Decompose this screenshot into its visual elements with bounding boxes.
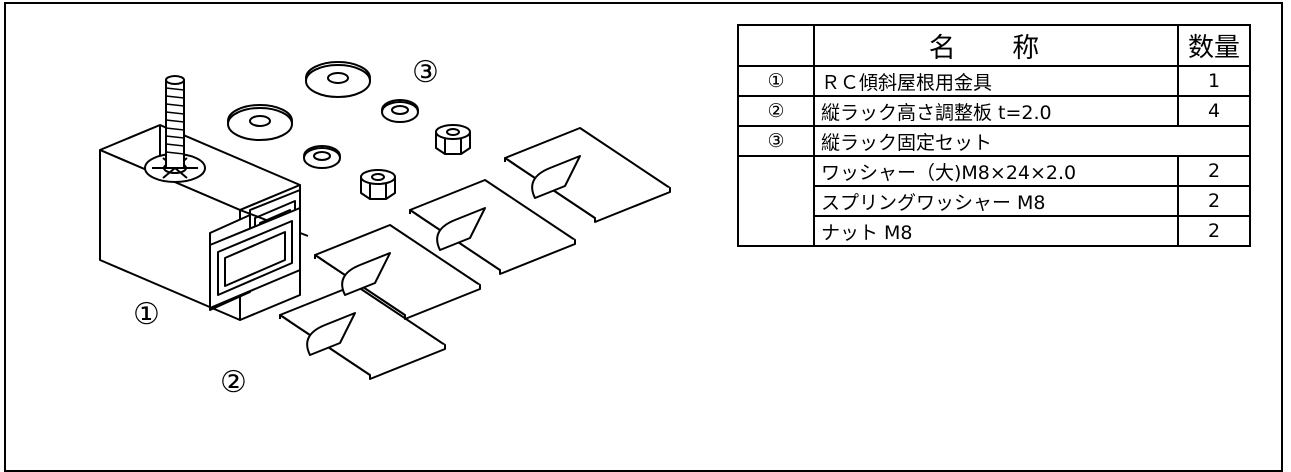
part3-label: ③: [412, 55, 439, 90]
fastener-set: [227, 61, 471, 200]
table-row: ③ 縦ラック固定セット: [737, 125, 1251, 157]
table-row: スプリングワッシャー M8 2: [738, 185, 1251, 217]
row-num: ①: [737, 65, 815, 97]
bracket-part: [99, 75, 309, 321]
row-qty: 1: [1177, 65, 1251, 97]
part1-label: ①: [133, 297, 160, 332]
table-row: ② 縦ラック高さ調整板 t=2.0 4: [737, 95, 1251, 127]
row-name: 縦ラック高さ調整板 t=2.0: [813, 95, 1179, 127]
table-header-row: 名 称 数量: [737, 24, 1251, 67]
shim-plates: [279, 127, 671, 380]
table-row: ワッシャー（大)M8×24×2.0 2: [737, 155, 1251, 247]
row-name: ナット M8: [813, 215, 1179, 247]
parts-table: 名 称 数量 ① ＲＣ傾斜屋根用金具 1 ② 縦ラック高さ調整板 t=2.0 4…: [737, 24, 1251, 247]
row-name: ＲＣ傾斜屋根用金具: [813, 65, 1179, 97]
header-qty: 数量: [1177, 24, 1251, 67]
row-num: ②: [737, 95, 815, 127]
row-num-blank: [737, 155, 815, 247]
part2-label: ②: [220, 365, 247, 400]
row-name: ワッシャー（大)M8×24×2.0: [813, 155, 1179, 187]
row-qty: 2: [1177, 155, 1251, 187]
row-qty: 2: [1177, 215, 1251, 247]
row-name: 縦ラック固定セット: [813, 125, 1251, 157]
table-row: ナット M8 2: [738, 215, 1251, 247]
row-name: スプリングワッシャー M8: [813, 185, 1179, 217]
row-qty: 4: [1177, 95, 1251, 127]
table-row: ① ＲＣ傾斜屋根用金具 1: [737, 65, 1251, 97]
row-num: ③: [737, 125, 815, 157]
header-name: 名 称: [813, 24, 1179, 67]
parts-illustration: [99, 61, 671, 380]
row-qty: 2: [1177, 185, 1251, 217]
header-num: [737, 24, 815, 67]
